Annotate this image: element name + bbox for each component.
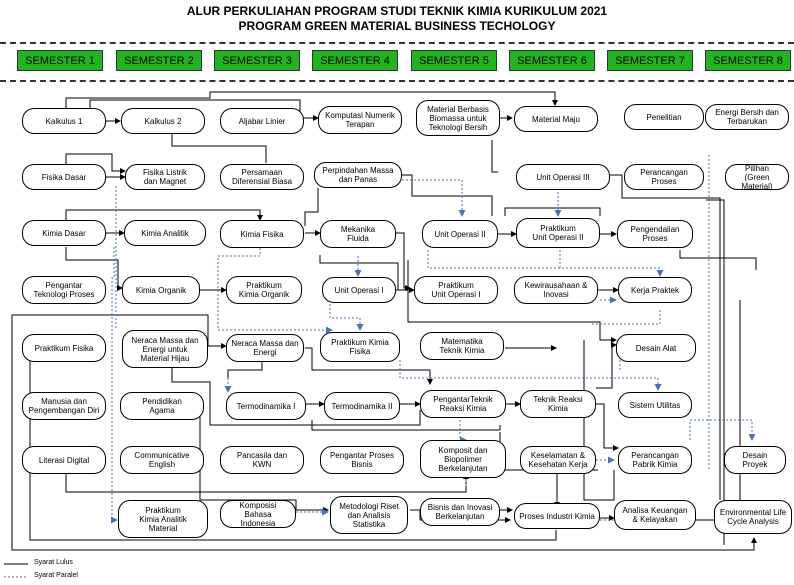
divider-top: [0, 42, 794, 44]
course-energi-bersih: Energi Bersih dan Terbarukan: [705, 104, 789, 130]
course-environmental-lca: Environmental Life Cycle Analysis: [714, 500, 792, 534]
course-keselamatan-kesehatan-kerja: Keselamatan & Kesehatan Kerja: [520, 446, 596, 474]
course-kimia-fisika: Kimia Fisika: [220, 220, 304, 248]
course-metodologi-riset: Metodologi Riset dan Analisis Statistika: [330, 496, 408, 534]
course-pilihan: Pilihan (Green Material): [725, 164, 789, 191]
semester-2-header: SEMESTER 2: [116, 50, 202, 71]
course-material-biomassa: Material Berbasis Biomassa untuk Teknolo…: [416, 100, 500, 136]
course-komputasi-numerik: Komputasi Numerik Terapan: [318, 106, 402, 134]
legend-solid-label: Syarat Lulus: [34, 559, 73, 566]
course-unit-operasi-3: Unit Operasi III: [516, 164, 610, 190]
course-literasi-digital: Literasi Digital: [22, 446, 106, 474]
solid-prerequisite-lines: [11, 91, 757, 551]
course-pengantar-teknik-reaksi: PengantarTeknik Reaksi Kimia: [420, 390, 506, 418]
course-material-maju: Material Maju: [514, 106, 598, 132]
semester-1-header: SEMESTER 1: [17, 50, 103, 71]
course-bisnis-inovasi: Bisnis dan Inovasi Berkelanjutan: [420, 498, 500, 526]
course-pengendalian-proses: Pengendalian Proses: [617, 220, 693, 248]
semester-4-header: SEMESTER 4: [312, 50, 398, 71]
course-pengantar-teknologi-proses: Pengantar Teknologi Proses: [22, 276, 106, 304]
course-fisika-dasar: Fisika Dasar: [22, 164, 106, 190]
course-desain-proyek: Desain Proyek: [724, 446, 786, 474]
course-manusia-pengembangan-diri: Manusia dan Pengembangan Diri: [22, 392, 106, 420]
course-kalkulus-2: Kalkulus 2: [121, 108, 205, 134]
course-aljabar-linier: Aljabar Linier: [220, 108, 304, 134]
course-penelitian: Penelitian: [624, 104, 704, 130]
course-pendidikan-agama: Pendidikan Agama: [120, 392, 204, 420]
course-perancangan-pabrik-kimia: Perancangan Pabrik Kimia: [618, 446, 692, 474]
course-unit-operasi-2: Unit Operasi II: [422, 220, 498, 248]
course-communicative-english: Communicative English: [120, 446, 204, 474]
course-termodinamika-2: Termodinamika II: [324, 392, 400, 420]
course-neraca-massa-energi: Neraca Massa dan Energi: [226, 334, 304, 362]
course-pancasila-kwn: Pancasila dan KWN: [220, 446, 304, 474]
course-praktikum-kimia-organik: Praktikum Kimia Organik: [226, 276, 302, 304]
course-praktikum-fisika: Praktikum Fisika: [22, 334, 106, 362]
course-proses-industri-kimia: Proses Industri Kimia: [514, 503, 600, 529]
course-termodinamika-1: Termodinamika I: [226, 392, 306, 420]
course-kewirausahaan: Kewirausahaan & Inovasi: [514, 276, 598, 304]
course-perancangan-proses: Perancangan Proses: [624, 164, 704, 190]
course-fisika-listrik: Fisika Listrik dan Magnet: [125, 164, 205, 190]
course-kimia-analitik: Kimia Analitik: [124, 220, 206, 246]
course-praktikum-kimia-analitik-material: Praktikum Kimia Analitik Material: [118, 500, 208, 538]
course-mekanika-fluida: Mekanika Fluida: [320, 220, 396, 248]
course-praktikum-kimia-fisika: Praktikum Kimia Fisika: [320, 332, 400, 362]
course-pengantar-proses-bisnis: Pengantar Proses Bisnis: [320, 446, 404, 474]
course-matematika-teknik-kimia: Matematika Teknik Kimia: [420, 332, 504, 360]
dashed-parallel-lines: [111, 155, 756, 524]
course-komposit-biopolimer: Komposit dan Biopolimer Berkelanjutan: [420, 440, 506, 478]
legend-dashed-label: Syarat Paralel: [34, 572, 78, 579]
course-kerja-praktek: Kerja Praktek: [618, 277, 692, 303]
chart-title-line2: PROGRAM GREEN MATERIAL BUSINESS TECHOLOG…: [238, 19, 556, 33]
course-teknik-reaksi-kimia: Teknik Reaksi Kimia: [520, 390, 596, 418]
course-unit-operasi-1: Unit Operasi I: [322, 277, 396, 303]
course-komposisi-bahasa-indonesia: Komposisi Bahasa Indonesia: [220, 500, 296, 528]
semester-6-header: SEMESTER 6: [509, 50, 595, 71]
course-neraca-massa-material-hijau: Neraca Massa dan Energi untuk Material H…: [122, 330, 208, 368]
course-kalkulus-1: Kalkulus 1: [22, 108, 106, 134]
divider-bottom: [0, 80, 794, 82]
course-analisa-keuangan: Analisa Keuangan & Kelayakan: [614, 500, 696, 530]
course-praktikum-uo-2: Praktikum Unit Operasi II: [516, 218, 600, 248]
course-kimia-dasar: Kimia Dasar: [22, 220, 106, 246]
semester-7-header: SEMESTER 7: [607, 50, 693, 71]
course-praktikum-uo-1: Praktikum Unit Operasi I: [414, 276, 498, 304]
semester-8-header: SEMESTER 8: [705, 50, 791, 71]
semester-3-header: SEMESTER 3: [214, 50, 300, 71]
course-desain-alat: Desain Alat: [616, 334, 696, 362]
course-perpindahan-massa: Perpindahan Massa dan Panas: [314, 162, 402, 188]
course-kimia-organik: Kimia Organik: [122, 276, 200, 304]
chart-title-line1: ALUR PERKULIAHAN PROGRAM STUDI TEKNIK KI…: [186, 4, 608, 18]
semester-5-header: SEMESTER 5: [411, 50, 497, 71]
course-persamaan-diferensial: Persamaan Diferensial Biasa: [220, 164, 304, 190]
course-sistem-utilitas: Sistem Utilitas: [618, 392, 692, 418]
